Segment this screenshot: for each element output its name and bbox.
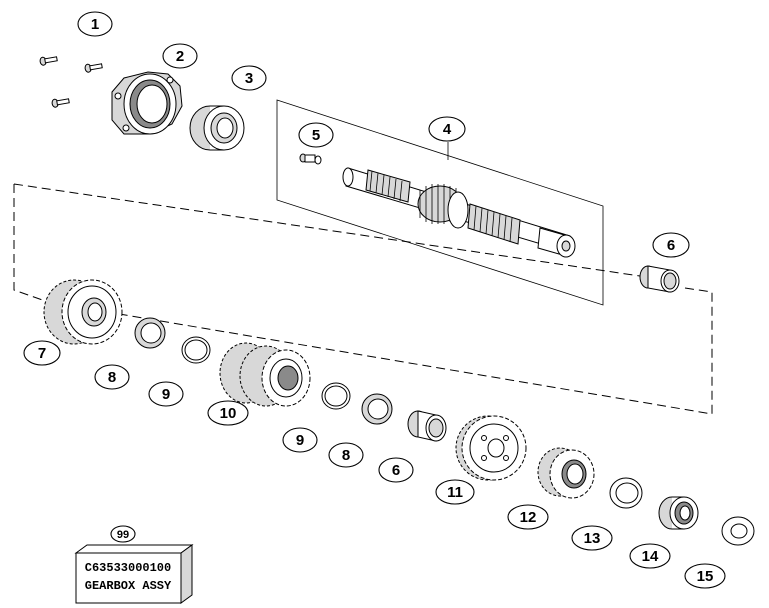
callout-6-lower: 6 (378, 457, 414, 483)
callout-8-upper: 8 (94, 364, 130, 390)
svg-text:11: 11 (447, 484, 463, 501)
svg-text:1: 1 (91, 16, 99, 33)
assembly-name: GEARBOX ASSY (85, 579, 172, 593)
main-shaft-part-4 (342, 167, 576, 258)
callout-10: 10 (207, 400, 249, 426)
callout-2: 2 (162, 43, 198, 69)
callout-6-upper: 6 (652, 232, 690, 258)
double-gear-part-10 (219, 342, 311, 407)
svg-text:13: 13 (584, 530, 601, 547)
callout-3: 3 (231, 65, 267, 91)
callout-5: 5 (298, 122, 334, 148)
bearing-part-14 (658, 496, 699, 530)
callout-8-lower: 8 (328, 442, 364, 468)
plug-part-5 (299, 153, 322, 165)
callout-12: 12 (507, 504, 549, 530)
svg-text:99: 99 (117, 529, 129, 541)
screws-part-1 (39, 56, 103, 108)
callout-4: 4 (428, 116, 466, 142)
circlip-part-9-lower (321, 382, 351, 410)
svg-text:14: 14 (642, 548, 659, 565)
svg-text:3: 3 (245, 70, 253, 87)
callout-9-upper: 9 (148, 381, 184, 407)
callout-9-lower: 9 (282, 427, 318, 453)
gearbox-assembly-box: C63533000100 GEARBOX ASSY (74, 544, 194, 604)
washer-part-13 (609, 477, 643, 509)
assembly-part-number: C63533000100 (85, 561, 171, 575)
bushing-part-6-lower (407, 410, 447, 442)
svg-text:6: 6 (392, 462, 400, 479)
svg-text:12: 12 (520, 509, 537, 526)
bushing-part-6-upper (639, 265, 680, 293)
callout-14: 14 (629, 543, 671, 569)
bearing-retainer-part-2 (111, 71, 183, 135)
svg-text:7: 7 (38, 345, 46, 362)
callout-1: 1 (77, 11, 113, 37)
svg-text:6: 6 (667, 237, 675, 254)
gear-cluster-dashed-outline (13, 183, 713, 415)
svg-text:8: 8 (342, 447, 350, 464)
circlip-part-9-upper (181, 336, 211, 364)
thrust-washer-part-8-lower (361, 393, 393, 425)
svg-text:9: 9 (296, 432, 304, 449)
svg-text:15: 15 (697, 568, 714, 585)
svg-text:8: 8 (108, 369, 116, 386)
bearing-part-3 (189, 105, 245, 151)
callout-99: 99 (110, 525, 136, 543)
svg-text:10: 10 (220, 405, 237, 422)
svg-text:9: 9 (162, 386, 170, 403)
callout-13: 13 (571, 525, 613, 551)
callout-15: 15 (684, 563, 726, 589)
callout-11: 11 (435, 479, 475, 505)
main-shaft-group-box (276, 99, 604, 306)
gear-part-12 (537, 447, 595, 499)
gear-part-7 (43, 279, 123, 345)
svg-text:5: 5 (312, 127, 320, 144)
svg-text:4: 4 (443, 121, 452, 138)
thrust-washer-part-8-upper (134, 317, 166, 349)
svg-text:2: 2 (176, 48, 184, 65)
washer-part-15 (721, 516, 755, 546)
callout-7: 7 (23, 340, 61, 366)
gear-part-11 (455, 415, 527, 481)
